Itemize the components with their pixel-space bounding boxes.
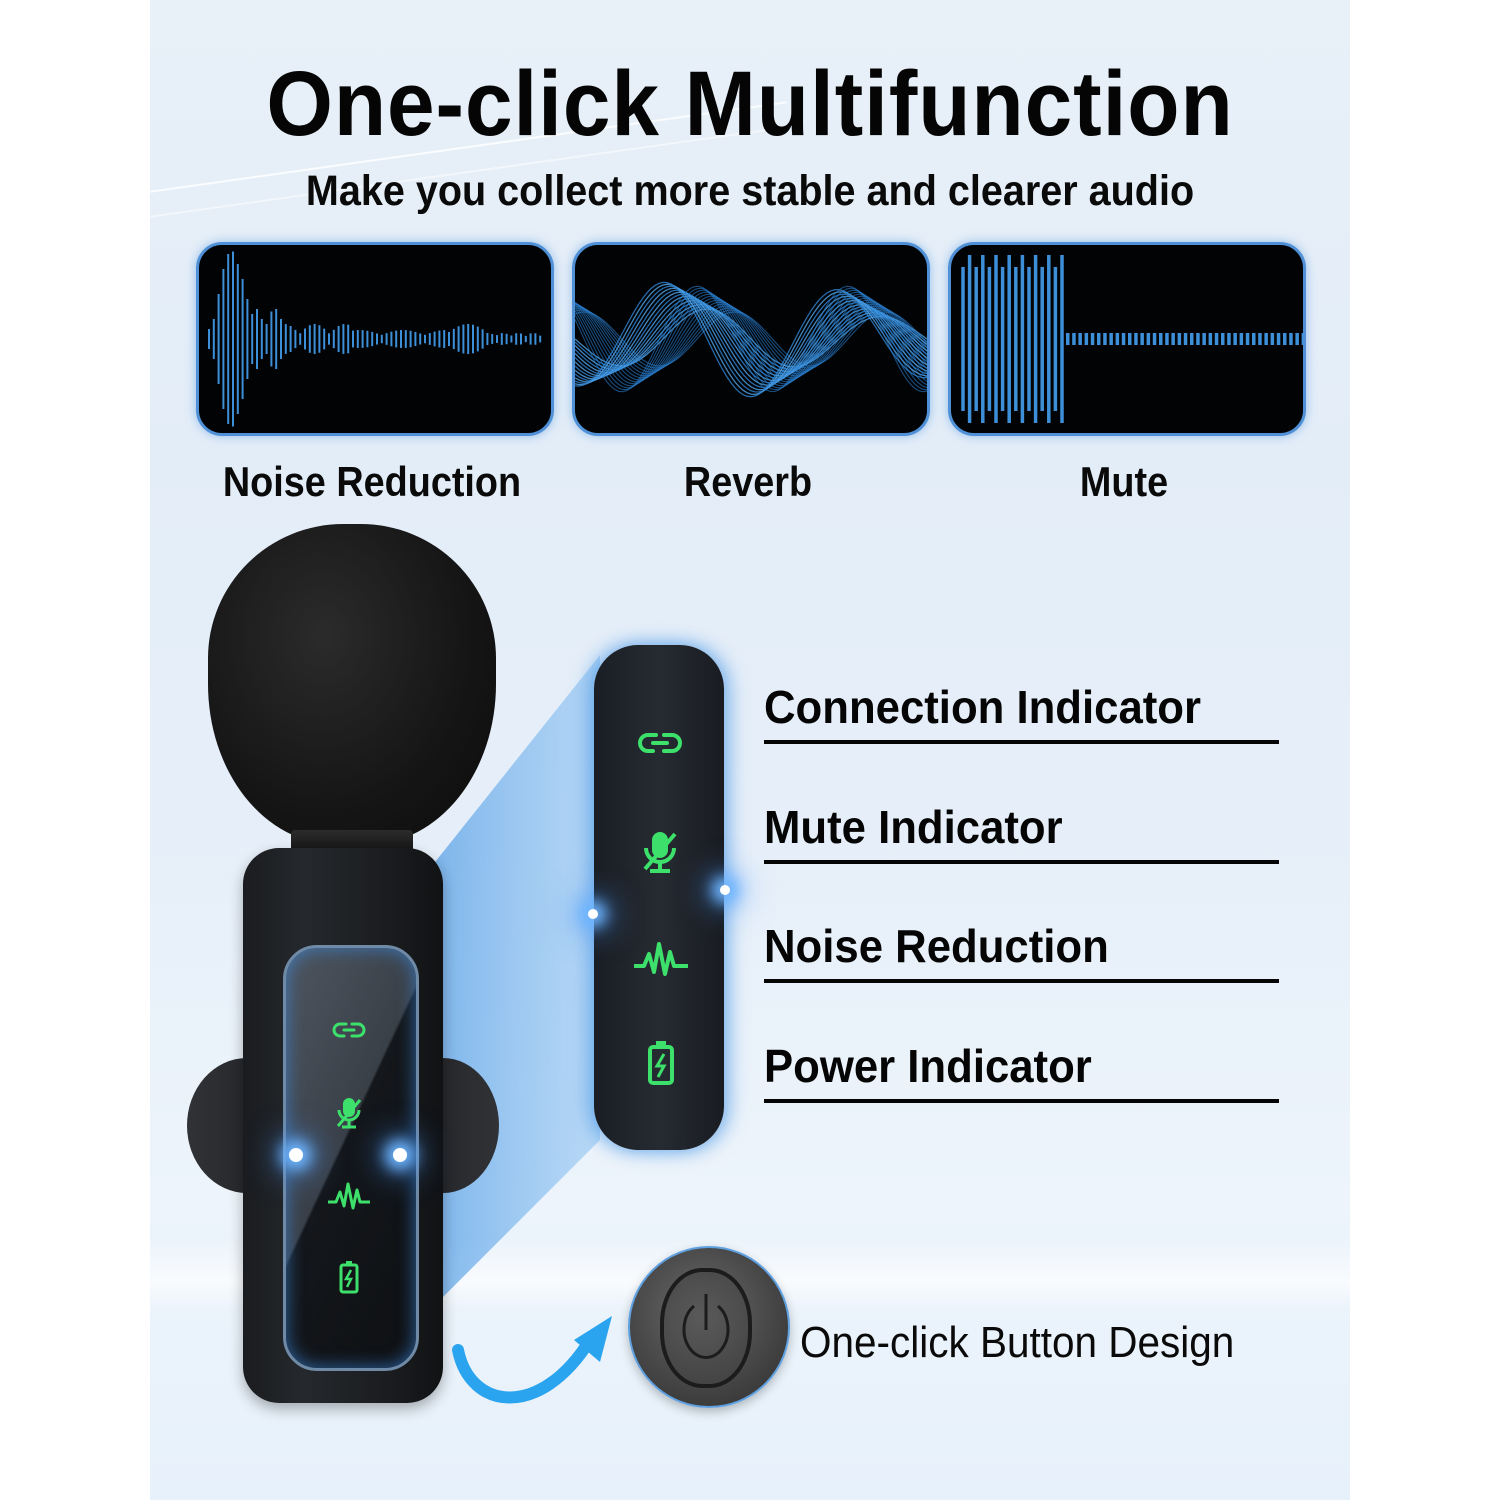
led-glow bbox=[588, 909, 598, 919]
feature-label: Power Indicator bbox=[764, 1040, 1092, 1092]
product-infographic: One-click Multifunction Make you collect… bbox=[150, 0, 1350, 1500]
mic-mute-icon bbox=[336, 1098, 362, 1129]
mic-mute-icon bbox=[643, 832, 677, 873]
battery-charging-icon bbox=[339, 1261, 359, 1294]
page-subtitle: Make you collect more stable and clearer… bbox=[305, 167, 1195, 215]
waveform-icon bbox=[328, 1182, 370, 1210]
divider bbox=[764, 740, 1279, 744]
mode-label-mute: Mute bbox=[1079, 458, 1169, 505]
link-icon bbox=[638, 733, 682, 753]
mute-panel bbox=[948, 242, 1306, 436]
mic-indicator-panel bbox=[283, 945, 419, 1371]
mic-windscreen bbox=[208, 524, 496, 844]
reverb-waveform-icon bbox=[575, 281, 927, 398]
feature-label: Mute Indicator bbox=[764, 801, 1063, 853]
feature-connection-indicator: Connection Indicator bbox=[764, 681, 1279, 744]
power-button-face bbox=[660, 1268, 752, 1388]
power-icon bbox=[682, 1294, 730, 1359]
led-glow bbox=[720, 885, 730, 895]
zoomed-indicator-strip bbox=[588, 645, 730, 1150]
one-click-power-button[interactable] bbox=[628, 1246, 790, 1408]
feature-noise-reduction: Noise Reduction bbox=[764, 920, 1279, 983]
feature-power-indicator: Power Indicator bbox=[764, 1040, 1279, 1103]
mute-waveform-icon bbox=[961, 255, 1303, 423]
led-glow bbox=[393, 1148, 407, 1162]
divider bbox=[764, 1099, 1279, 1103]
feature-mute-indicator: Mute Indicator bbox=[764, 801, 1279, 864]
battery-charging-icon bbox=[648, 1041, 674, 1085]
led-glow bbox=[289, 1148, 303, 1162]
noise-reduction-waveform-icon bbox=[208, 251, 542, 427]
curved-arrow-icon bbox=[452, 1316, 612, 1404]
divider bbox=[764, 860, 1279, 864]
noise-reduction-panel bbox=[196, 242, 554, 436]
mode-label-reverb: Reverb bbox=[683, 458, 813, 505]
waveform-icon bbox=[634, 942, 688, 976]
reverb-panel bbox=[572, 242, 930, 436]
feature-label: Noise Reduction bbox=[764, 920, 1109, 972]
page-title: One-click Multifunction bbox=[266, 53, 1234, 155]
mode-label-noise-reduction: Noise Reduction bbox=[222, 458, 522, 505]
link-icon bbox=[332, 1022, 366, 1038]
feature-label: Connection Indicator bbox=[764, 681, 1201, 733]
button-design-label: One-click Button Design bbox=[800, 1318, 1235, 1367]
divider bbox=[764, 979, 1279, 983]
